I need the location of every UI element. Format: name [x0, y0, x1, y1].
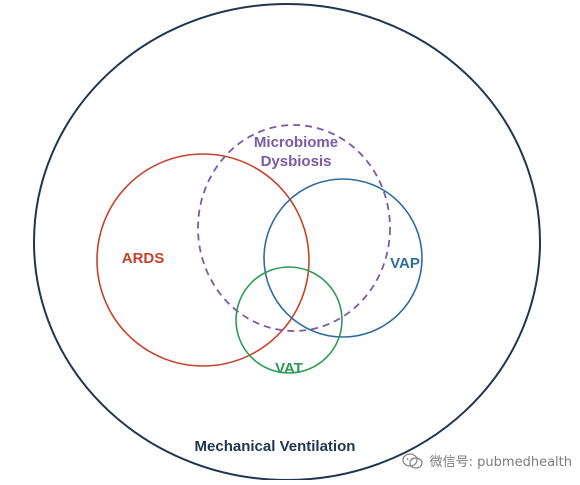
circle-vat: [235, 266, 343, 374]
label-mechanical-ventilation: Mechanical Ventilation: [195, 438, 356, 455]
circle-microbiome-dysbiosis: [197, 124, 391, 332]
label-microbiome-line2: Dysbiosis: [261, 153, 332, 170]
outer-circle-mechanical-ventilation: [33, 3, 541, 481]
watermark: 微信号: pubmedhealth: [402, 451, 572, 470]
circle-vap: [263, 178, 423, 338]
label-vap: VAP: [390, 255, 420, 272]
circle-ards: [96, 153, 310, 367]
wechat-icon: [402, 452, 424, 469]
label-microbiome-line1: Microbiome: [254, 134, 338, 151]
label-vat: VAT: [275, 360, 303, 377]
label-ards: ARDS: [122, 250, 165, 267]
watermark-text: 微信号: pubmedhealth: [429, 455, 572, 470]
